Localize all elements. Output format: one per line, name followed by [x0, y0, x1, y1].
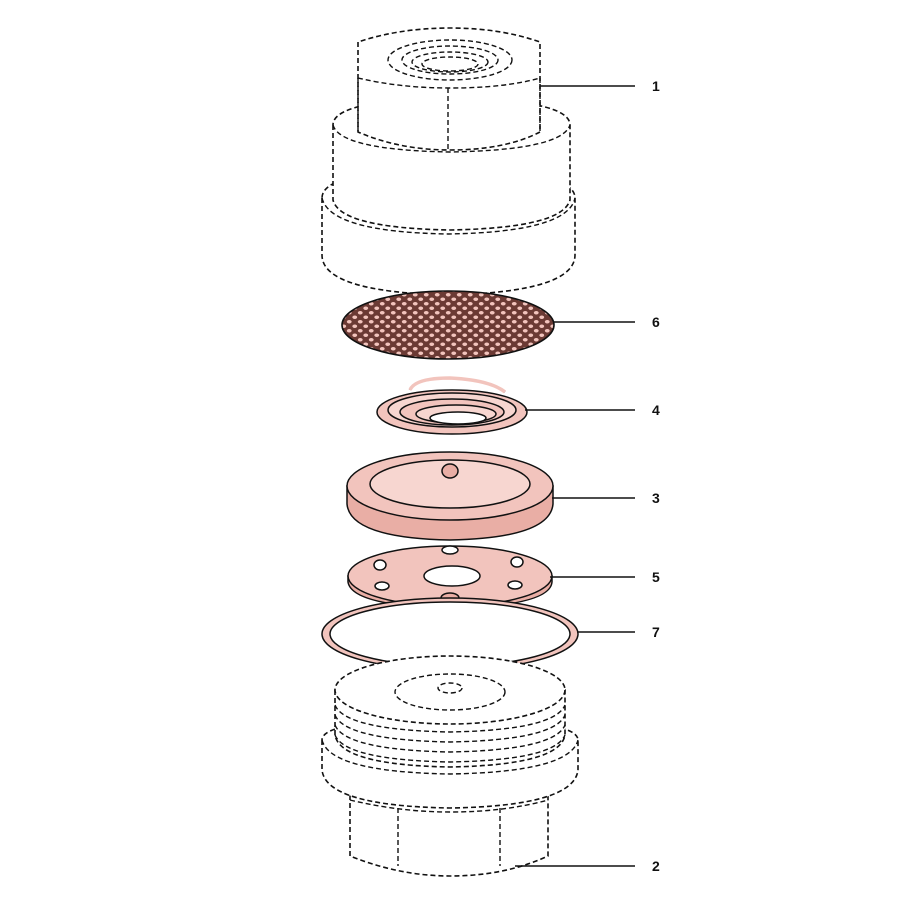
housing-top	[321, 27, 576, 296]
callout-3: 3	[652, 490, 660, 506]
callout-7: 7	[652, 624, 660, 640]
mesh-strainer	[341, 290, 555, 360]
valve-disc	[346, 451, 554, 541]
callout-2: 2	[652, 858, 660, 874]
callout-6: 6	[652, 314, 660, 330]
spring	[376, 376, 528, 435]
valve-seat-plate	[347, 545, 553, 609]
callout-5: 5	[652, 569, 660, 585]
callout-1: 1	[652, 78, 660, 94]
callout-4: 4	[652, 402, 660, 418]
o-ring	[321, 597, 579, 671]
callout-labels: 1 6 4 3 5 7 2	[652, 78, 660, 874]
leader-lines	[515, 85, 635, 867]
housing-bottom	[321, 655, 579, 877]
